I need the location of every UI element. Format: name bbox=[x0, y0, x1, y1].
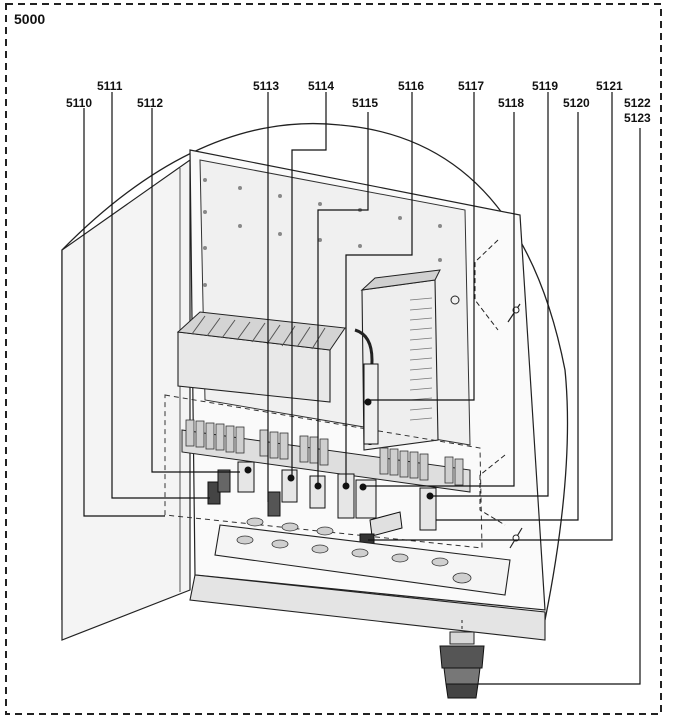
callout-5111: 5111 bbox=[97, 79, 123, 93]
cable-duct-top bbox=[176, 311, 346, 351]
dashed-outer-border bbox=[5, 3, 662, 715]
leader-5115 bbox=[317, 112, 369, 486]
dashed-bracket-lower bbox=[479, 454, 506, 526]
leader-5112 bbox=[151, 108, 240, 473]
callout-5120: 5120 bbox=[563, 96, 590, 110]
leader-5119 bbox=[430, 92, 549, 497]
cabinet-door bbox=[61, 158, 191, 641]
callout-5115: 5115 bbox=[352, 96, 379, 110]
leader-5111 bbox=[111, 92, 210, 499]
callout-5114: 5114 bbox=[308, 79, 335, 93]
leader-5123 bbox=[478, 128, 641, 685]
component-5115-module bbox=[309, 475, 326, 509]
diagram-title: 5000 bbox=[14, 11, 46, 27]
callout-5118: 5118 bbox=[498, 96, 525, 110]
leader-5120 bbox=[436, 112, 579, 521]
dashed-bracket-upper bbox=[474, 239, 499, 331]
callout-5112: 5112 bbox=[137, 96, 164, 110]
cable-entry-holes bbox=[236, 517, 472, 584]
leader-5114 bbox=[291, 92, 327, 478]
cable-entry-plate bbox=[214, 524, 511, 596]
component-5114-module bbox=[281, 469, 298, 503]
callout-5117: 5117 bbox=[458, 79, 485, 93]
component-5110-relay bbox=[207, 481, 221, 505]
cable-gland-5123 bbox=[439, 620, 485, 699]
callout-5119: 5119 bbox=[532, 79, 559, 93]
cabinet-base bbox=[189, 574, 546, 641]
component-5111-relay bbox=[217, 469, 231, 493]
leader-5118 bbox=[364, 112, 515, 487]
cable-duct-slots bbox=[191, 315, 326, 350]
component-5119-module bbox=[419, 487, 437, 531]
leader-lines bbox=[83, 92, 641, 685]
leader-5121 bbox=[368, 92, 613, 541]
small-ring-5117 bbox=[450, 295, 460, 305]
callout-5110: 5110 bbox=[66, 96, 93, 110]
detail-arc-outline bbox=[61, 122, 569, 621]
terminal-group-dashed-box bbox=[164, 394, 483, 549]
heat-sink-fins bbox=[409, 297, 433, 421]
leader-5117 bbox=[368, 92, 475, 401]
heat-sink-top bbox=[360, 269, 441, 291]
leader-5116 bbox=[345, 92, 413, 486]
callout-5123: 5123 bbox=[624, 111, 651, 125]
component-5113-relay bbox=[267, 491, 281, 517]
callout-5122: 5122 bbox=[624, 96, 651, 110]
callout-5121: 5121 bbox=[596, 79, 623, 93]
callout-5113: 5113 bbox=[253, 79, 280, 93]
callout-5116: 5116 bbox=[398, 79, 425, 93]
component-5112-module bbox=[237, 461, 255, 493]
terminal-blocks bbox=[185, 419, 464, 486]
leader-5110 bbox=[83, 108, 165, 517]
